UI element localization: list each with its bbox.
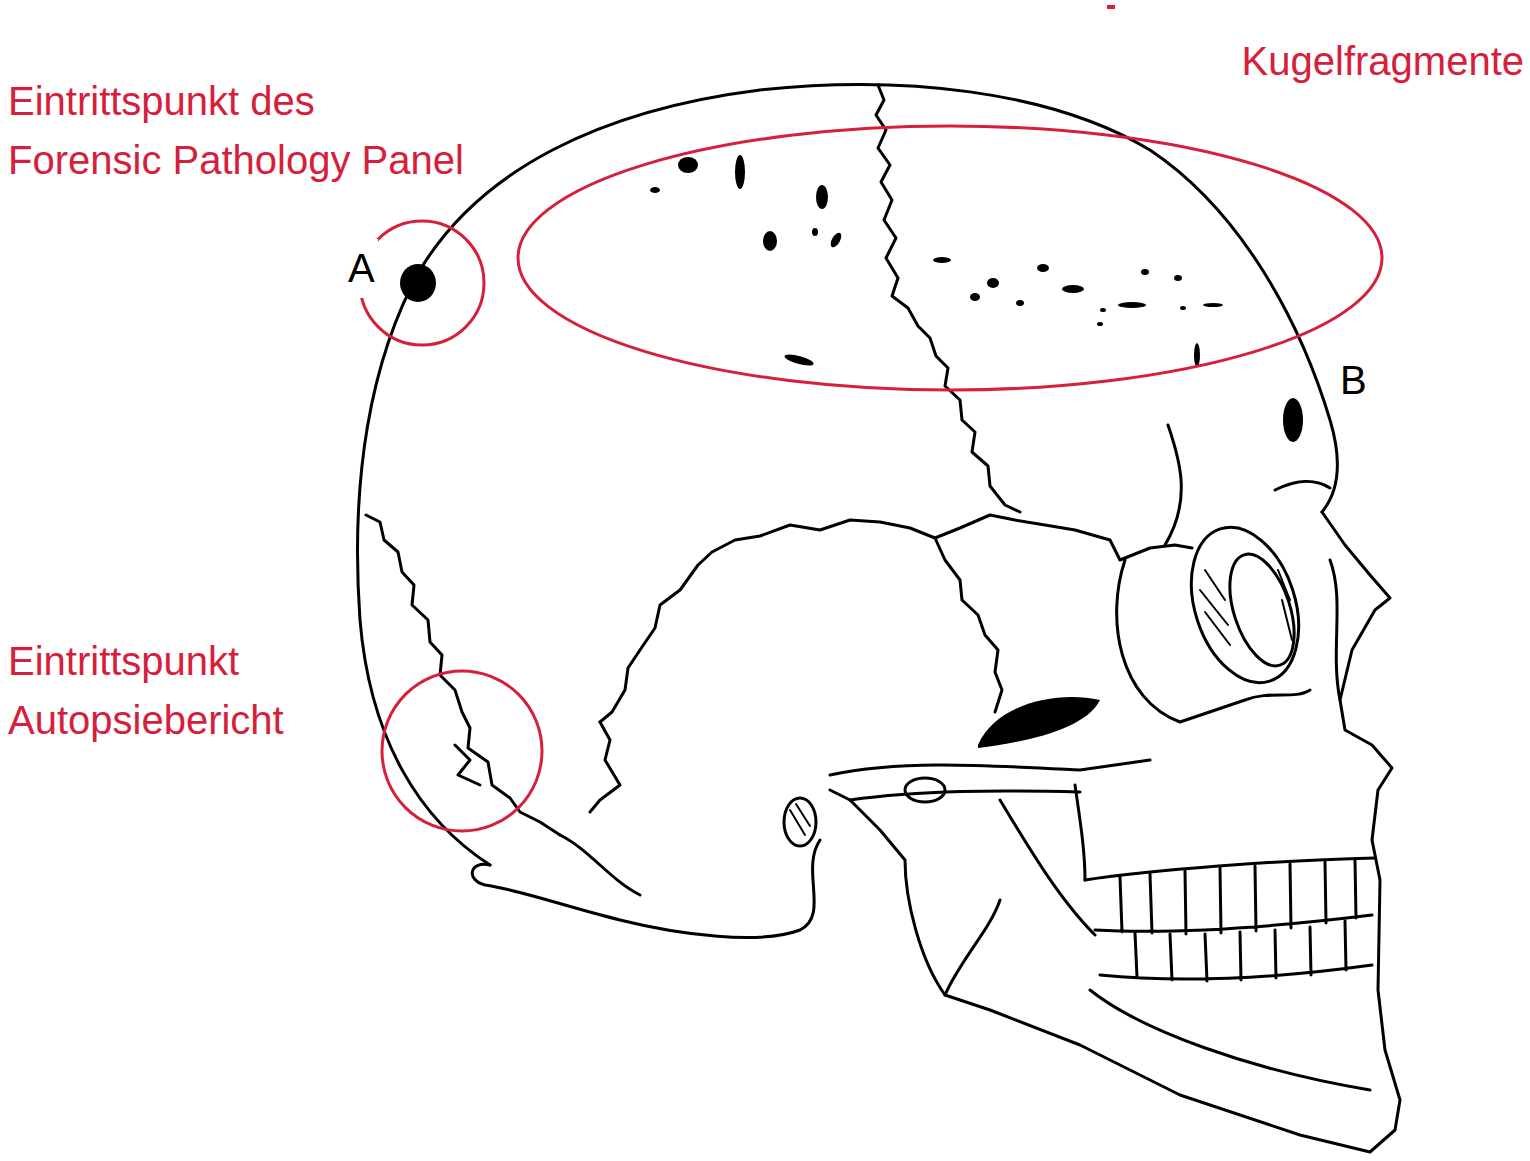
pterygoid-shadow [978, 697, 1100, 748]
bullet-fragment [987, 278, 999, 288]
bullet-fragment [816, 185, 828, 209]
bullet-fragment [783, 352, 814, 367]
bullet-fragment [1097, 322, 1103, 326]
bullet-fragment [763, 231, 777, 251]
bullet-fragment [1180, 306, 1186, 310]
bullet-fragments [400, 155, 1303, 442]
red-dash [1107, 5, 1115, 9]
annotation-label: Kugelfragmente [1242, 32, 1524, 91]
bullet-fragment [1100, 308, 1106, 312]
bullet-fragment [812, 228, 818, 236]
bullet-fragment [1037, 264, 1049, 272]
coronoid-process [1000, 800, 1095, 935]
highlight-circle [360, 221, 484, 345]
entry-wound [400, 264, 436, 302]
ear-canal [784, 798, 816, 846]
sphenoid-suture [935, 538, 1002, 712]
bullet-fragment [1174, 275, 1182, 281]
orbit-hatching [1200, 570, 1292, 645]
zygomatic-arch-lower [850, 791, 1080, 800]
lower-teeth [1100, 921, 1372, 981]
cranium-outline [358, 85, 1338, 865]
bullet-fragment [1194, 343, 1200, 367]
cranial-base [472, 840, 820, 937]
bullet-fragment [829, 231, 844, 249]
bullet-fragment [933, 257, 951, 263]
coronal-suture [876, 85, 1020, 512]
temporal-line [1165, 425, 1181, 545]
temporal-bone-lower [590, 722, 620, 812]
bullet-fragment [1062, 285, 1084, 293]
bullet-fragment [1016, 300, 1024, 306]
red-markings [360, 126, 1382, 831]
bullet-fragment [650, 187, 660, 193]
skull-drawing [358, 85, 1401, 1152]
bullet-fragment [1141, 269, 1149, 275]
upper-teeth [1095, 860, 1372, 934]
upper-gumline [1085, 858, 1375, 880]
orbit-outer [1173, 513, 1318, 696]
mastoid-detail [455, 745, 640, 895]
orbit-inner [1217, 546, 1306, 674]
mandibular-fossa [905, 778, 945, 802]
bullet-fragment [1118, 302, 1146, 308]
mandible-ramus [945, 900, 1370, 1090]
bullet-fragment [678, 157, 698, 173]
bullet-fragment [970, 293, 980, 301]
nasal-aperture [1330, 560, 1340, 700]
maxilla [1075, 785, 1085, 880]
highlight-circle [382, 671, 542, 831]
brow-ridge [1275, 481, 1330, 490]
point-label: A [345, 239, 378, 298]
highlight-ellipse [518, 126, 1382, 390]
face-profile [830, 512, 1400, 1152]
squamosal-suture [600, 515, 1192, 722]
bullet-fragment [735, 155, 745, 189]
point-label: B [1340, 351, 1367, 410]
exit-wound [1283, 398, 1303, 442]
zygomatic-arch-upper [830, 760, 1150, 775]
annotation-label: Eintrittspunkt Autopsiebericht [8, 632, 308, 750]
annotation-label: Eintrittspunkt des Forensic Pathology Pa… [8, 72, 471, 190]
ear-canal-hatching [790, 804, 810, 835]
lambdoid-suture [366, 515, 560, 835]
bullet-fragment [1203, 303, 1223, 307]
